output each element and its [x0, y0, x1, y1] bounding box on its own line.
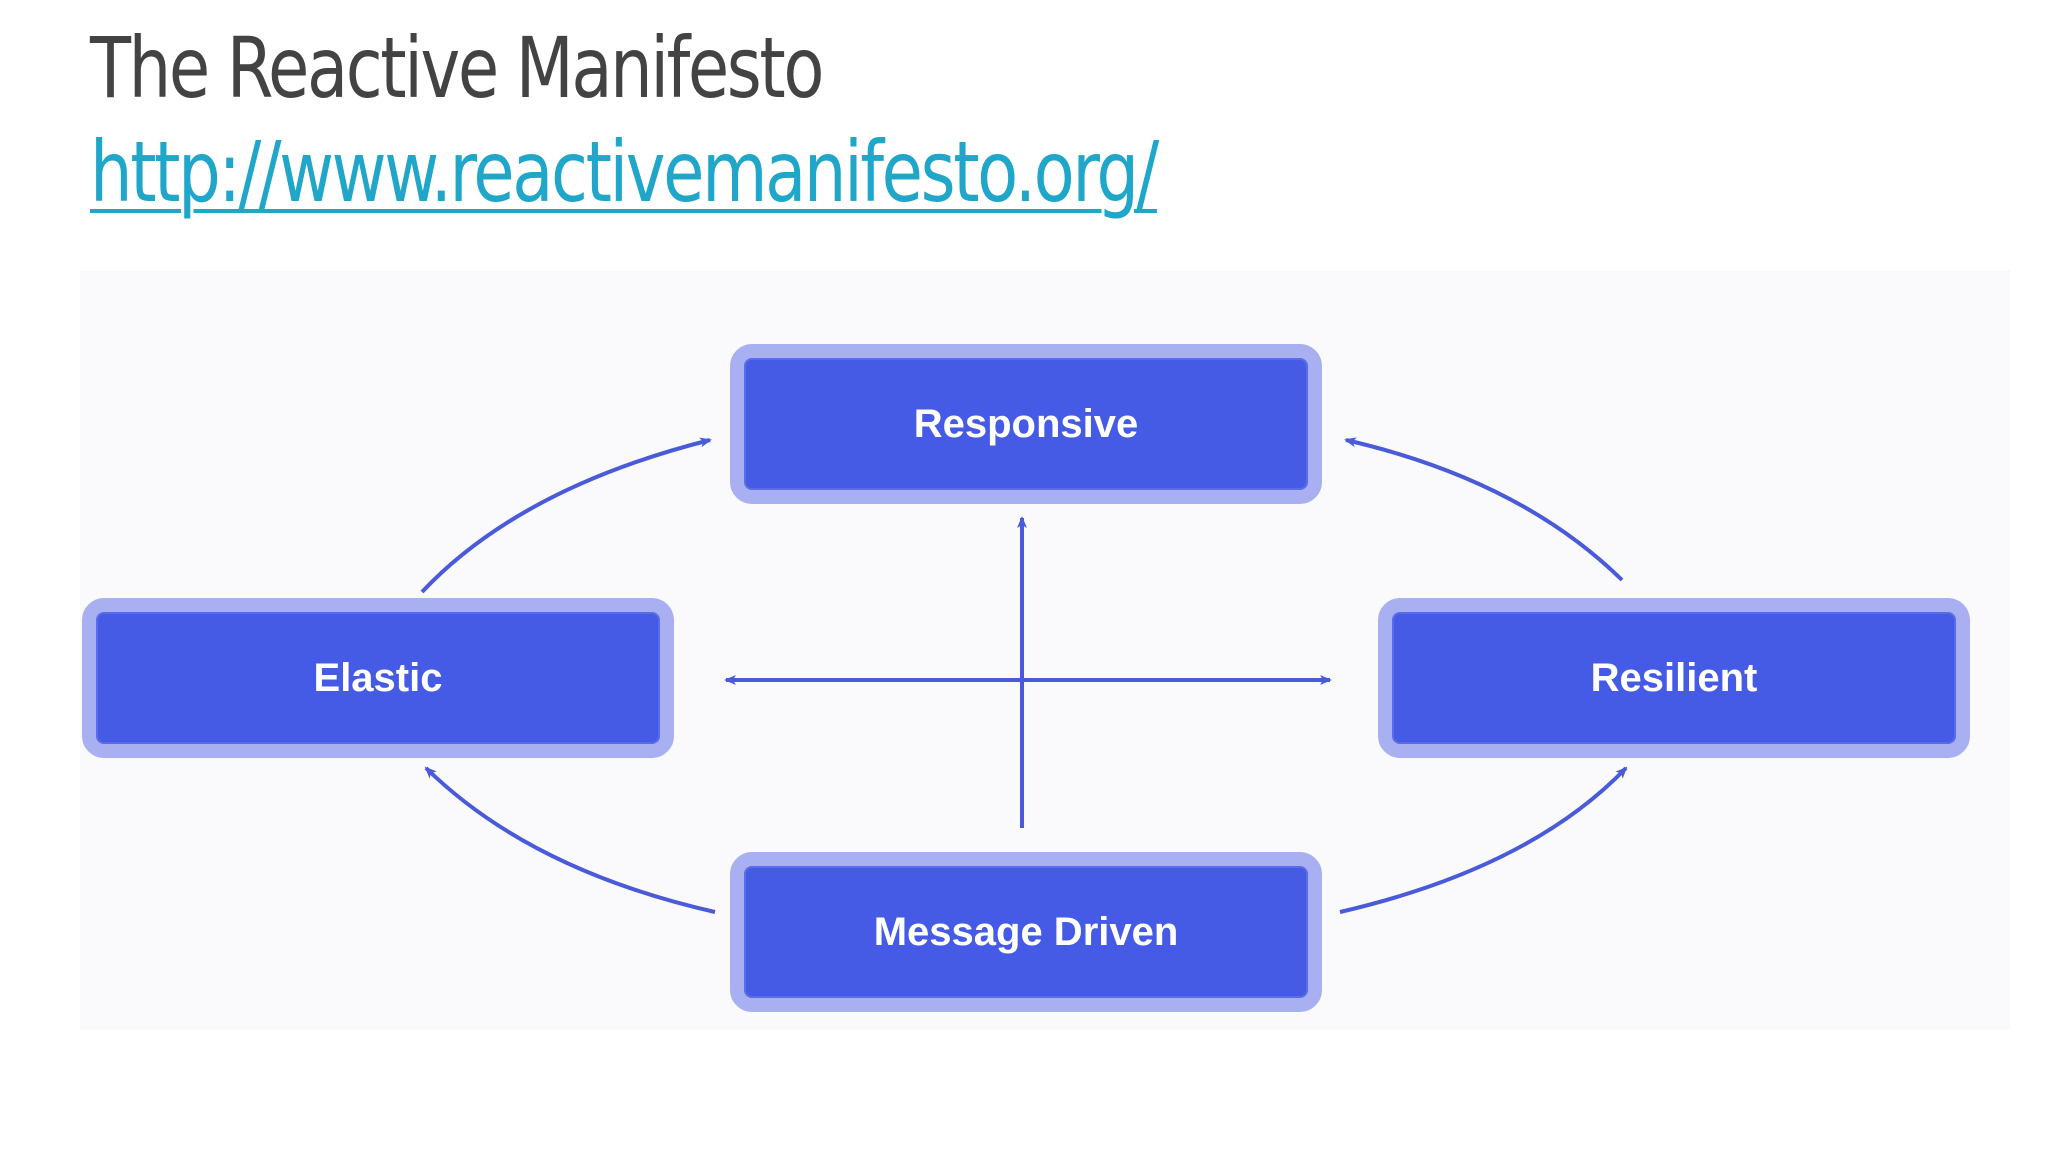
- slide-title: The Reactive Manifesto: [90, 19, 824, 117]
- manifesto-link[interactable]: http://www.reactivemanifesto.org/: [90, 123, 1159, 221]
- node-label: Resilient: [1590, 655, 1758, 700]
- node-label: Message Driven: [873, 909, 1179, 954]
- node-message-driven[interactable]: Message Driven: [730, 852, 1322, 1012]
- node-responsive[interactable]: Responsive: [730, 344, 1322, 504]
- node-label: Responsive: [913, 401, 1139, 446]
- node-label: Elastic: [313, 655, 443, 700]
- node-elastic[interactable]: Elastic: [82, 598, 674, 758]
- node-resilient[interactable]: Resilient: [1378, 598, 1970, 758]
